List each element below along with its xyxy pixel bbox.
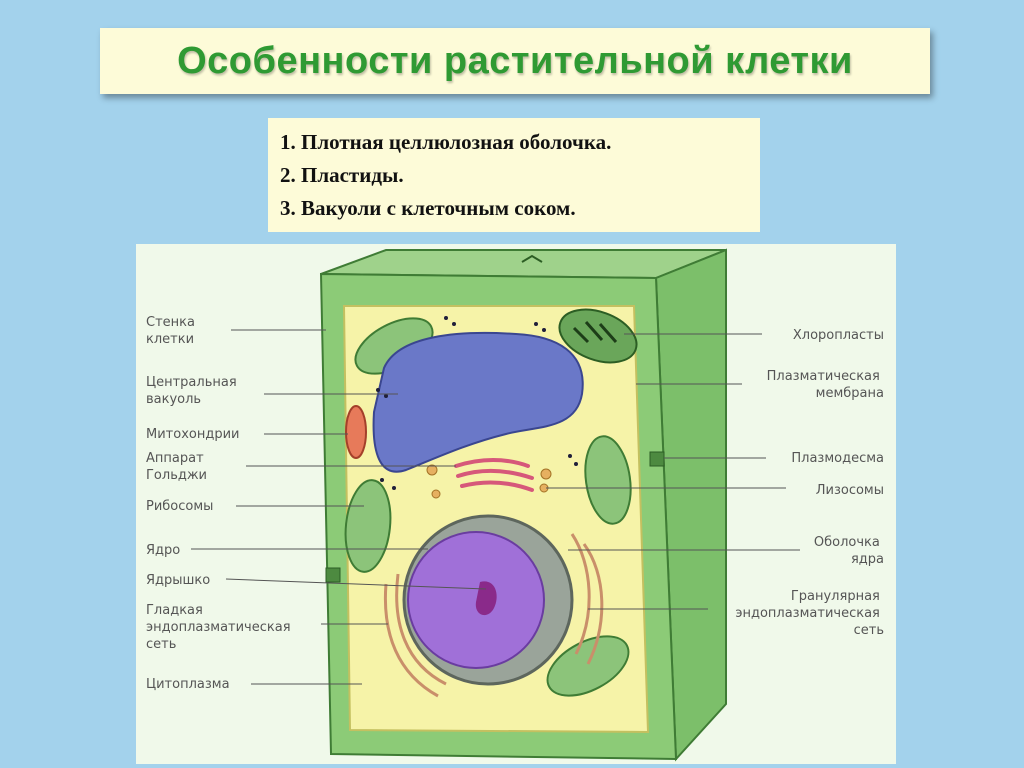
features-box: 1. Плотная целлюлозная оболочка. 2. Плас… xyxy=(268,118,760,232)
nucleus xyxy=(407,531,545,669)
label-nucleus: Ядро xyxy=(146,543,180,558)
plasmodesma xyxy=(325,567,341,583)
feature-item: 1. Плотная целлюлозная оболочка. xyxy=(280,130,612,154)
chloroplast-thylakoids xyxy=(572,321,618,344)
plant-cell-diagram: Стенка клетки Центральная вакуоль Митохо… xyxy=(136,244,896,764)
label-plasma-membrane: Плазматическая мембрана xyxy=(767,369,884,401)
label-chloroplasts: Хлоропласты xyxy=(793,328,884,343)
label-plasmodesma: Плазмодесма xyxy=(791,451,884,466)
plasmodesma xyxy=(649,451,665,467)
endoplasmic-reticulum xyxy=(383,533,604,698)
label-rough-er: Гранулярная эндоплазматическая сеть xyxy=(735,589,884,638)
label-lysosomes: Лизосомы xyxy=(816,483,884,498)
label-nuclear-envelope: Оболочка ядра xyxy=(814,535,884,567)
label-mitochondria: Митохондрии xyxy=(146,427,239,442)
slide-title-text: Особенности растительной клетки xyxy=(177,39,853,82)
golgi-apparatus xyxy=(454,458,534,492)
label-central-vacuole: Центральная вакуоль xyxy=(146,375,241,407)
chloroplast xyxy=(584,435,632,525)
leader-lines xyxy=(191,329,800,685)
feature-item: 3. Вакуоли с клеточным соком. xyxy=(280,196,576,220)
central-vacuole xyxy=(372,331,584,473)
label-nucleolus: Ядрышко xyxy=(146,573,210,588)
lysosomes xyxy=(426,464,552,499)
label-cell-wall: Стенка клетки xyxy=(146,315,199,347)
label-smooth-er: Гладкая эндоплазматическая сеть xyxy=(146,603,295,652)
mitochondrion xyxy=(345,405,367,459)
plant-cell-svg: Стенка клетки Центральная вакуоль Митохо… xyxy=(146,248,884,762)
label-cytoplasm: Цитоплазма xyxy=(146,677,230,692)
ribosomes xyxy=(376,316,578,490)
cell-wall-top-mark xyxy=(521,254,543,263)
slide-title: Особенности растительной клетки xyxy=(100,28,930,94)
feature-item: 2. Пластиды. xyxy=(280,163,404,187)
chloroplast xyxy=(546,635,630,697)
label-ribosomes: Рибосомы xyxy=(146,499,213,514)
nucleolus xyxy=(475,581,497,616)
label-golgi: Аппарат Гольджи xyxy=(146,451,208,483)
